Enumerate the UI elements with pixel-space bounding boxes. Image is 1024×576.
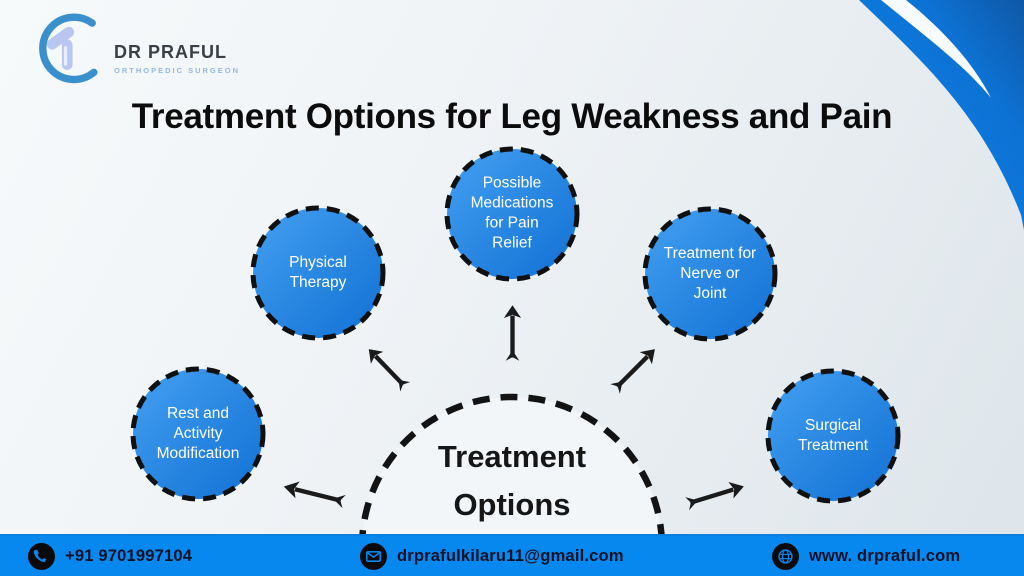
- footer-website: www. drpraful.com: [772, 536, 960, 576]
- arrow-to-surgical: [685, 482, 744, 511]
- arrow-to-physical-therapy: [368, 349, 411, 392]
- dashed-circle: [444, 146, 580, 282]
- node-label: Treatment for Nerve or Joint: [663, 244, 757, 303]
- phone-icon: [28, 542, 55, 570]
- footer-email: drprafulkilaru11@gmail.com: [360, 536, 624, 576]
- node-medications: Possible Medications for Pain Relief: [442, 144, 582, 284]
- brand-tagline: ORTHOPEDIC SURGEON: [114, 65, 241, 75]
- node-nerve-joint: Treatment for Nerve or Joint: [640, 204, 780, 344]
- node-rest-activity: Rest and Activity Modification: [128, 364, 268, 504]
- knee-joint-swoosh-icon: [39, 13, 98, 84]
- footer-phone-text: +91 9701997104: [65, 546, 193, 565]
- dashed-circle: [642, 206, 778, 342]
- email-icon: [360, 542, 387, 570]
- footer-email-text: drprafulkilaru11@gmail.com: [397, 546, 624, 565]
- brand-text: DR PRAFUL ORTHOPEDIC SURGEON: [114, 42, 240, 75]
- globe-icon: [772, 542, 799, 570]
- footer-website-text: www. drpraful.com: [809, 546, 961, 565]
- node-label: Surgical Treatment: [797, 416, 869, 454]
- treatment-options-hub: Treatment Options: [356, 391, 668, 543]
- arrow-to-medications: [503, 305, 522, 361]
- node-label: Possible Medications for Pain Relief: [470, 174, 554, 253]
- dashed-circle: [765, 368, 901, 504]
- brand-logo: DR PRAFUL ORTHOPEDIC SURGEON: [22, 10, 240, 92]
- dashed-circle: [250, 205, 386, 341]
- node-surgical: Surgical Treatment: [763, 366, 903, 506]
- dashed-circle: [130, 366, 266, 502]
- arrow-to-rest: [283, 481, 346, 509]
- footer-phone: +91 9701997104: [28, 536, 192, 576]
- node-label: Physical Therapy: [289, 253, 347, 291]
- node-label: Rest and Activity Modification: [156, 404, 240, 463]
- hub-label-line1: Treatment: [437, 439, 587, 474]
- hub-label: Treatment Options: [356, 433, 668, 529]
- brand-name: DR PRAFUL: [114, 41, 227, 62]
- dashed-semicircle: [358, 393, 666, 543]
- hub-label-line2: Options: [453, 487, 571, 523]
- arrow-to-nerve-joint: [610, 349, 655, 394]
- corner-swoosh-decoration: [859, 0, 1024, 230]
- footer-bar: +91 9701997104 drprafulkilaru11@gmail.co…: [0, 534, 1024, 576]
- page-title: Treatment Options for Leg Weakness and P…: [131, 97, 893, 136]
- node-physical-therapy: Physical Therapy: [248, 203, 388, 343]
